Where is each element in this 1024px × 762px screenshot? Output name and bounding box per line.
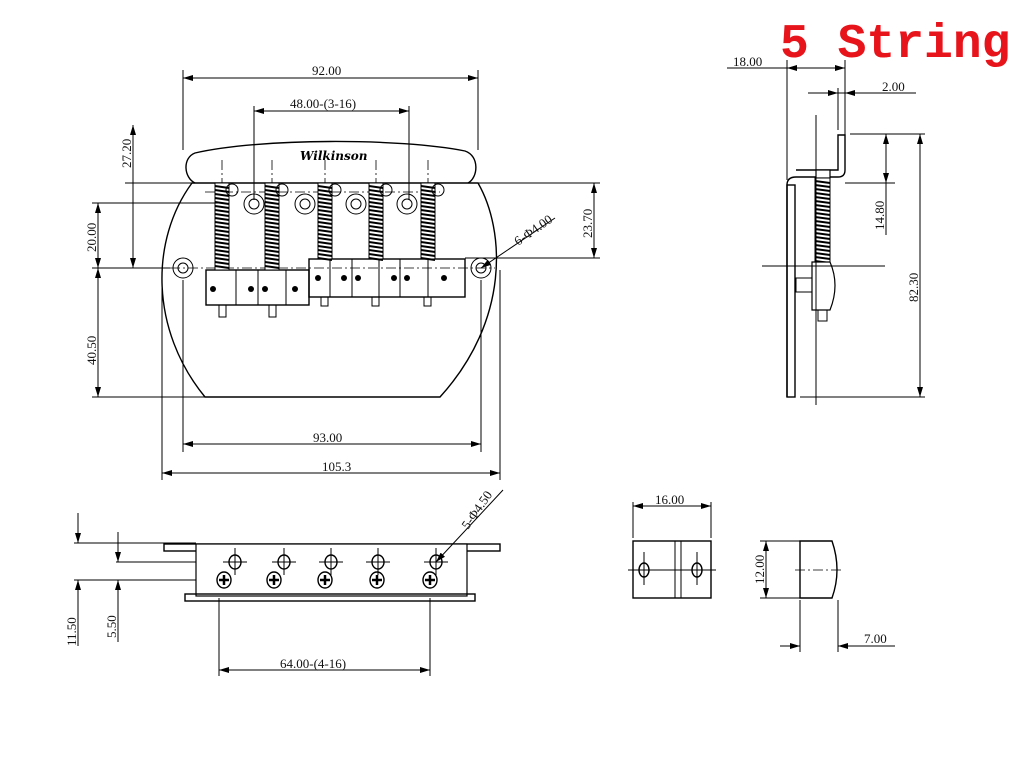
dim-16: 16.00 — [655, 492, 684, 507]
spring — [368, 160, 393, 261]
string-hole — [366, 548, 390, 575]
dim-2: 2.00 — [882, 79, 905, 94]
dim-7: 7.00 — [864, 631, 887, 646]
spring — [214, 160, 239, 271]
dim-12: 12.00 — [752, 555, 767, 584]
string-hole — [319, 548, 343, 575]
dim-92: 92.00 — [312, 63, 341, 78]
dim-82: 82.30 — [906, 273, 921, 302]
dim-front-holes: 5-Φ4.50 — [458, 488, 495, 532]
dim-mount-holes: 6-Φ4.00 — [511, 211, 555, 248]
dim-105: 105.3 — [322, 459, 351, 474]
dim-14: 14.80 — [872, 201, 887, 230]
dim-23: 23.70 — [580, 209, 595, 238]
screw-icon — [216, 571, 232, 589]
side-view: 18.00 2.00 14.80 82.30 — [727, 54, 925, 405]
mount-hole — [345, 193, 367, 215]
screw-icon — [317, 571, 333, 589]
logo: Wilkinson — [300, 149, 367, 163]
mount-hole — [396, 193, 418, 215]
dim-11: 11.50 — [64, 617, 79, 646]
dim-5: 5.50 — [104, 615, 119, 638]
spring — [420, 160, 445, 261]
saddle-group-right — [308, 258, 466, 307]
top-view: Wilkinson 92.00 48.00-(3-16) — [84, 63, 600, 480]
spring — [317, 160, 342, 261]
dim-93: 93.00 — [313, 430, 342, 445]
spring — [264, 160, 289, 271]
dim-40: 40.50 — [84, 336, 99, 365]
bridge-plate — [161, 182, 498, 398]
screw-icon — [266, 571, 282, 589]
string-hole — [272, 548, 296, 575]
dim-48: 48.00-(3-16) — [290, 96, 356, 111]
dim-64: 64.00-(4-16) — [280, 656, 346, 671]
screw-icon — [422, 571, 438, 589]
intonation-springs — [214, 160, 445, 271]
saddle-group-left — [205, 269, 310, 318]
mount-hole — [172, 257, 194, 279]
front-view: 11.50 5.50 5-Φ4.50 64.00-(4-16) — [64, 488, 504, 676]
page-title: 5 String — [780, 18, 1010, 72]
saddle-detail: 16.00 12.00 7.00 — [628, 492, 895, 652]
screw-icon — [369, 571, 385, 589]
dim-20: 20.00 — [84, 223, 99, 252]
dim-18: 18.00 — [733, 54, 762, 69]
dim-27: 27.20 — [119, 139, 134, 168]
bridge-cap — [185, 140, 477, 184]
mount-hole — [294, 193, 316, 215]
string-hole — [223, 548, 247, 575]
